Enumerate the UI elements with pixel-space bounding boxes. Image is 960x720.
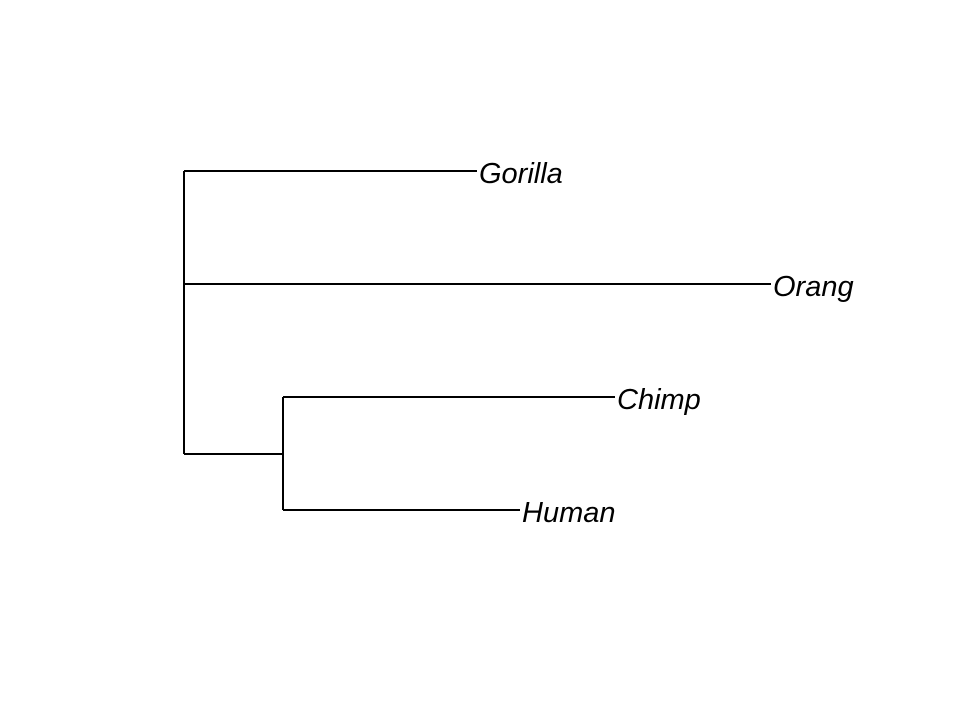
tip-label-human: Human: [522, 497, 616, 529]
tip-label-orang: Orang: [773, 271, 854, 303]
tip-label-chimp: Chimp: [617, 384, 701, 416]
tip-label-gorilla: Gorilla: [479, 158, 563, 190]
